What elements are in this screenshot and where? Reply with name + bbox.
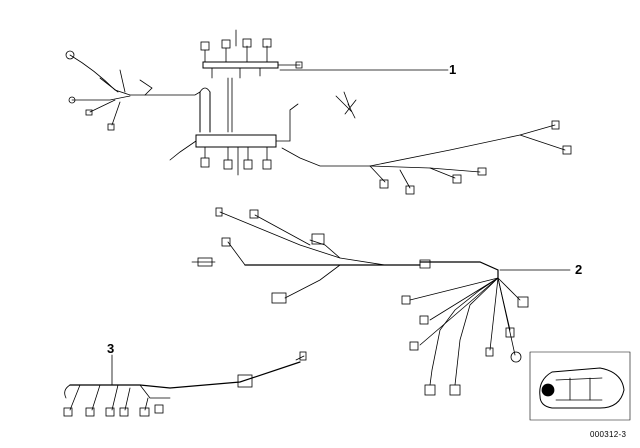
top-rail <box>200 29 303 79</box>
right-branches <box>281 91 572 195</box>
callout-3: 3 <box>107 341 115 356</box>
harness-3 <box>63 351 307 417</box>
harness-2 <box>191 207 571 396</box>
left-branches <box>65 50 201 131</box>
document-number: 000312-3 <box>590 430 627 439</box>
car-top-view-icon <box>529 351 631 421</box>
lower-rail <box>169 103 299 176</box>
callout-1: 1 <box>449 62 457 77</box>
callout-2: 2 <box>575 262 583 277</box>
harness-1 <box>65 29 572 195</box>
